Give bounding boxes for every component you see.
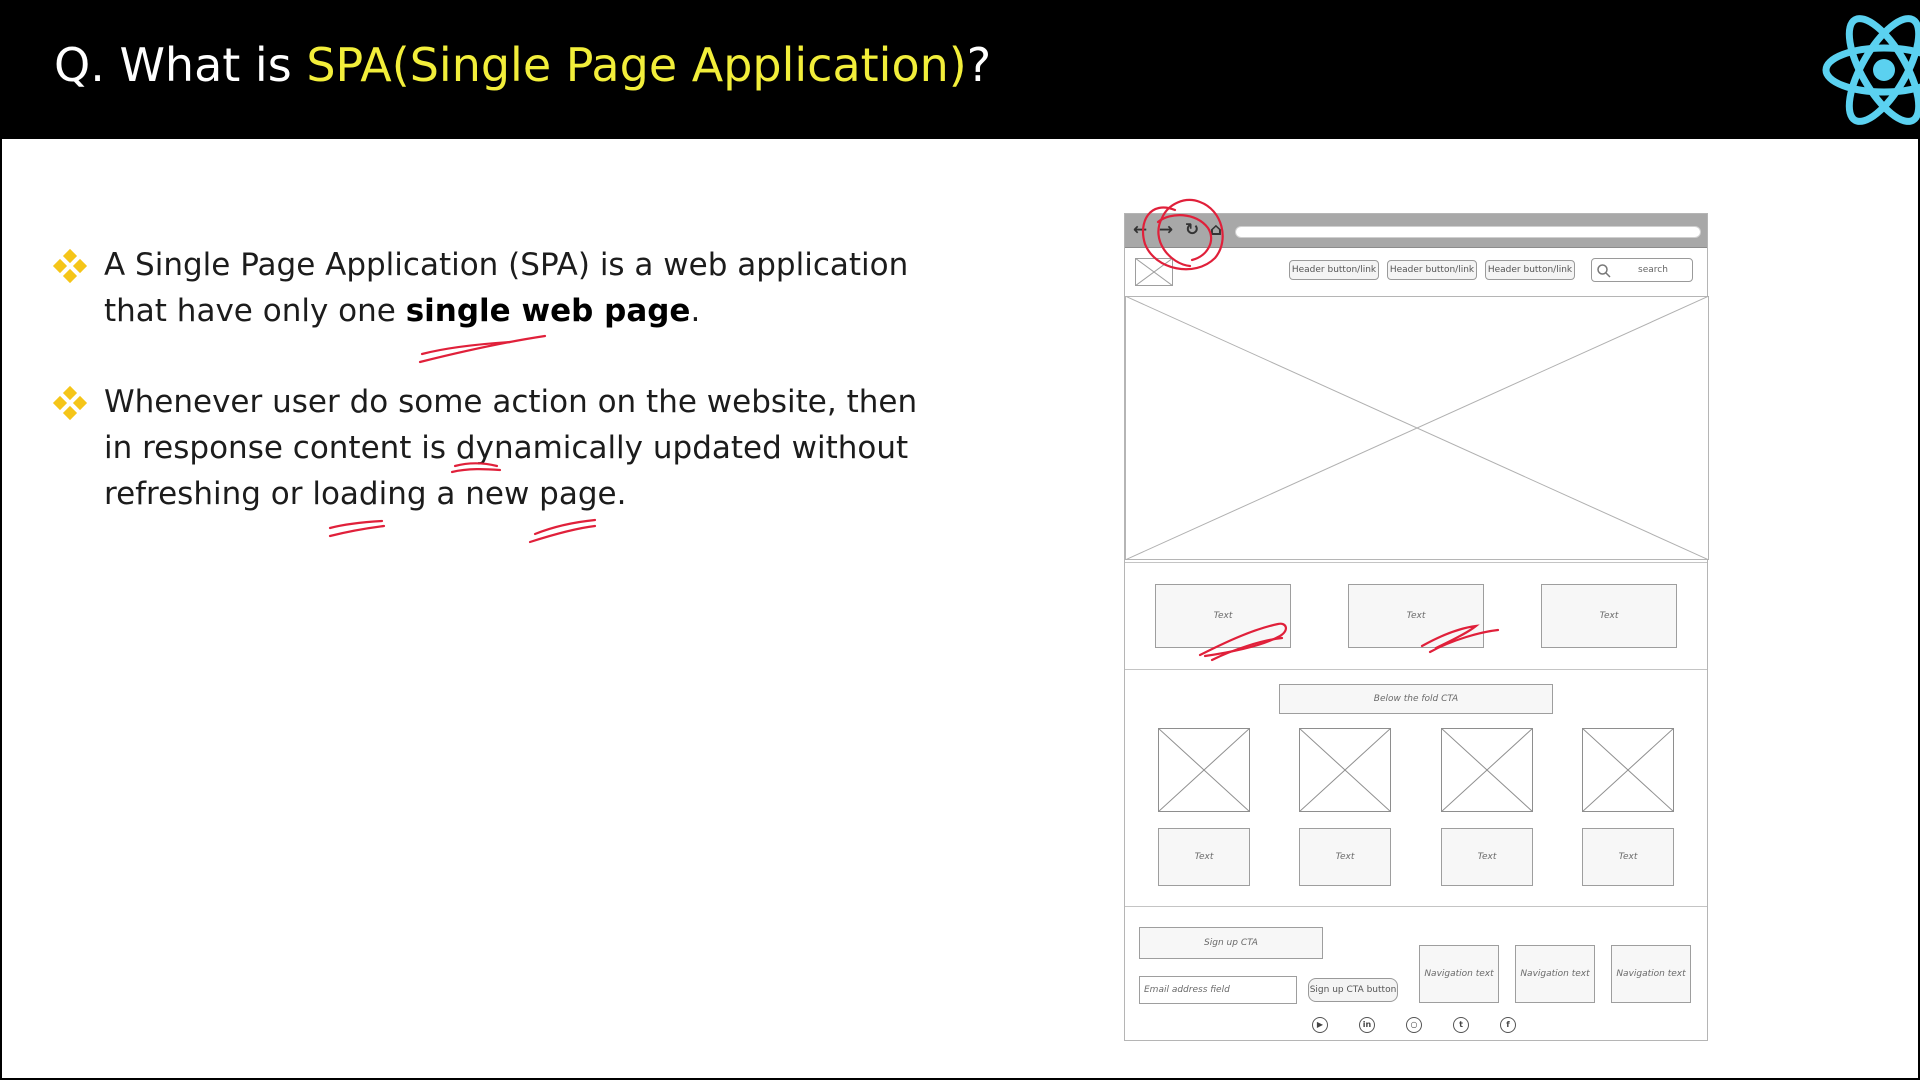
instagram-icon: ○ [1406,1017,1422,1033]
bullet-1-bold: single web page [405,293,691,329]
website-wireframe: ← → ↻ ⌂ Header button/link Header button… [1124,213,1709,1041]
bullet-1-end: . [690,293,701,329]
youtube-icon: ▶ [1312,1017,1328,1033]
signup-cta-box: Sign up CTA [1139,927,1323,959]
diamond-bullet-icon [52,385,88,421]
grid-image-placeholder-3 [1441,728,1533,812]
logo-placeholder-icon [1135,258,1173,286]
grid-text-box-1: Text [1158,828,1250,886]
section-divider [1125,562,1707,563]
reload-icon: ↻ [1184,220,1200,240]
below-fold-cta: Below the fold CTA [1279,684,1553,714]
bullet-item-1: A Single Page Application (SPA) is a web… [52,242,924,334]
section-divider [1125,669,1707,670]
footer-nav-item-2: Navigation text [1515,945,1595,1003]
facebook-icon: f [1500,1017,1516,1033]
email-address-field: Email address field [1139,976,1297,1004]
bullet-text-2: Whenever user do some action on the webs… [104,384,918,512]
footer-nav-item-1: Navigation text [1419,945,1499,1003]
header-link-2: Header button/link [1387,260,1477,280]
header-link-1: Header button/link [1289,260,1379,280]
grid-image-placeholder-2 [1299,728,1391,812]
page-title: Q. What is SPA(Single Page Application)? [54,38,991,92]
grid-text-box-4: Text [1582,828,1674,886]
bullet-1-text: A Single Page Application (SPA) is a web… [104,247,909,329]
linkedin-icon: in [1359,1017,1375,1033]
title-suffix: ? [966,38,992,92]
title-highlight: SPA(Single Page Application) [306,38,967,92]
browser-toolbar: ← → ↻ ⌂ [1125,214,1707,248]
grid-text-box-3: Text [1441,828,1533,886]
grid-text-box-2: Text [1299,828,1391,886]
home-icon: ⌂ [1209,220,1223,240]
section-divider [1125,906,1707,907]
bullet-item-2: Whenever user do some action on the webs… [52,379,924,517]
wireframe-search-box: search [1591,258,1693,282]
twitter-icon: t [1453,1017,1469,1033]
header-link-3: Header button/link [1485,260,1575,280]
bullet-text-1: A Single Page Application (SPA) is a web… [104,242,924,334]
signup-cta-button: Sign up CTA button [1308,978,1398,1002]
feature-text-box-2: Text [1348,584,1484,648]
back-arrow-icon: ← [1132,220,1148,240]
search-icon [1597,264,1611,278]
grid-image-placeholder-1 [1158,728,1250,812]
diamond-bullet-icon [52,248,88,284]
feature-text-box-1: Text [1155,584,1291,648]
feature-text-box-3: Text [1541,584,1677,648]
hero-image-placeholder [1125,296,1709,560]
grid-image-placeholder-4 [1582,728,1674,812]
slide-header: Q. What is SPA(Single Page Application)? [0,0,1920,139]
url-bar [1235,226,1701,238]
footer-nav-item-3: Navigation text [1611,945,1691,1003]
react-atom-icon [1822,15,1920,125]
search-placeholder: search [1638,265,1668,275]
forward-arrow-icon: → [1158,220,1174,240]
title-prefix: Q. What is [54,38,307,92]
